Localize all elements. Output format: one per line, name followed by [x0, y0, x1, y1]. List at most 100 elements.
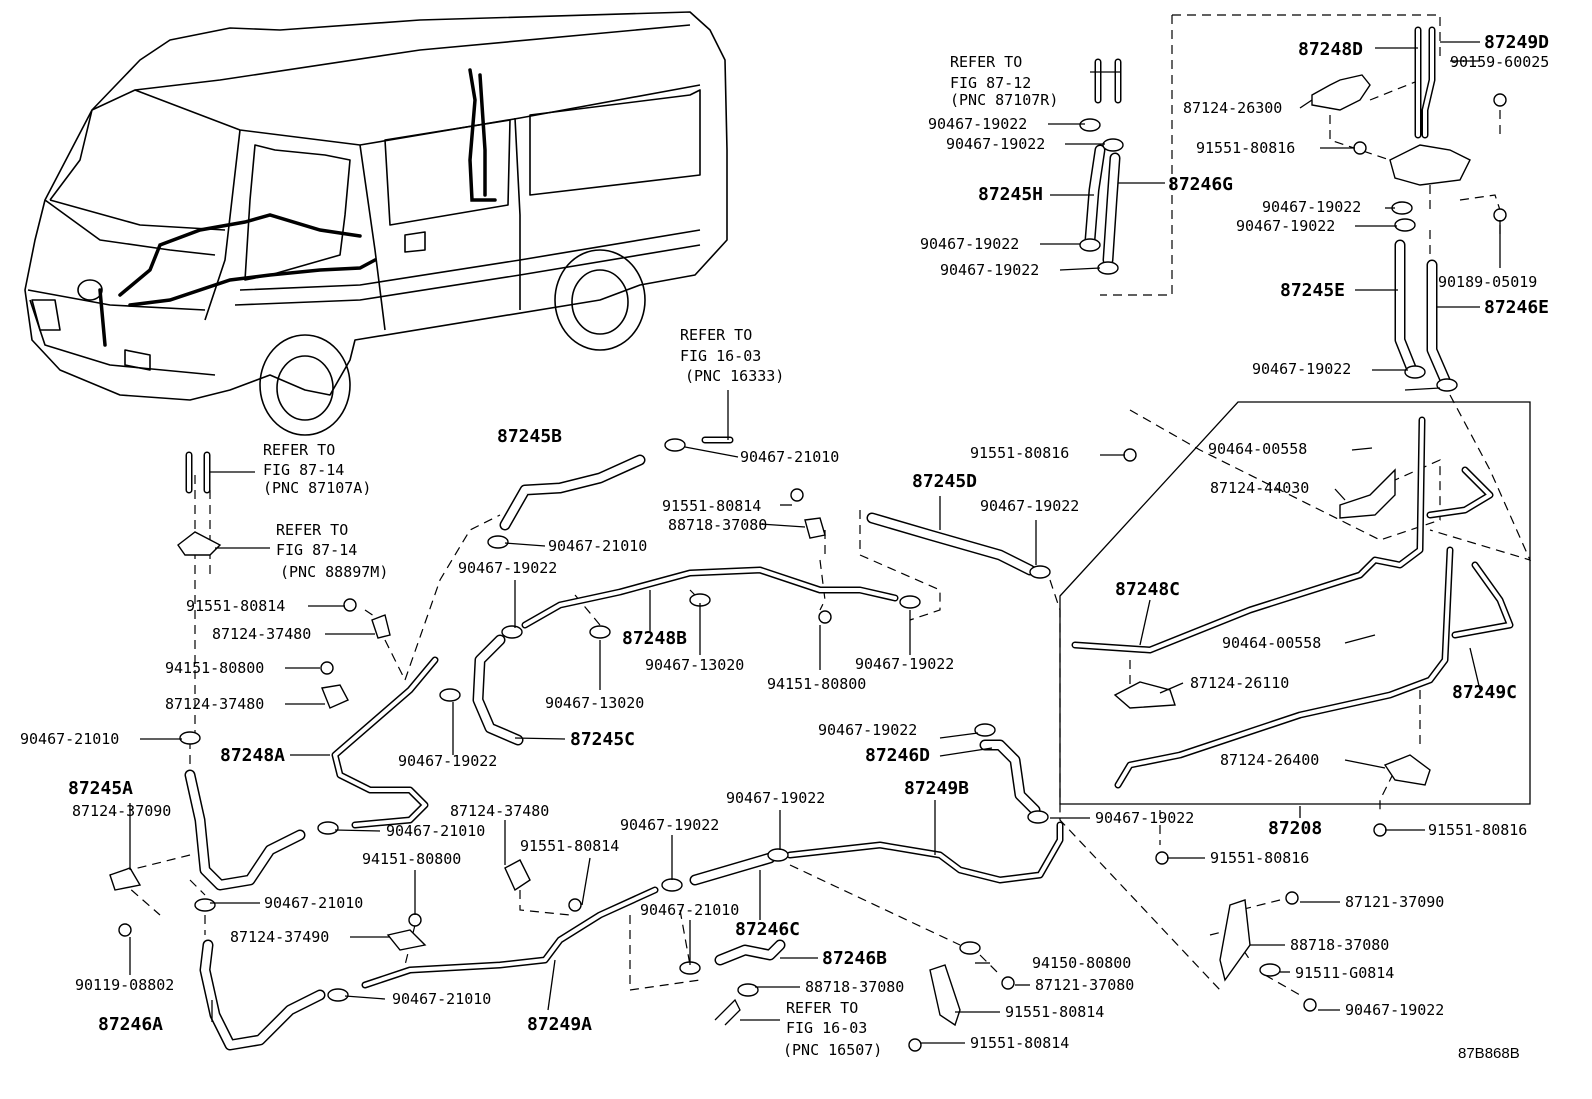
ref-line: FIG 87-14	[263, 461, 344, 479]
part-label: 87249D	[1484, 32, 1549, 53]
part-number: 91551-80816	[1428, 821, 1527, 839]
part-number: 91551-80816	[1210, 849, 1309, 867]
ref-line: (PNC 16333)	[685, 367, 784, 385]
part-number: 90467-21010	[640, 901, 739, 919]
small-parts	[109, 74, 1507, 1052]
part-number: 88718-37080	[668, 516, 767, 534]
assembly-label: 87208	[1268, 818, 1322, 839]
ref-line: FIG 87-12	[950, 74, 1031, 92]
part-number: 87124-37480	[165, 695, 264, 713]
part-number: 87124-37490	[230, 928, 329, 946]
ref-line: REFER TO	[786, 999, 858, 1017]
part-label: 87248C	[1115, 579, 1180, 600]
part-number: 90464-00558	[1222, 634, 1321, 652]
ref-line: FIG 16-03	[680, 347, 761, 365]
ref-line: (PNC 87107A)	[263, 479, 371, 497]
part-label: 87245D	[912, 471, 977, 492]
minor-part-labels: 90159-60025 87124-26300 91551-80816 9046…	[20, 53, 1549, 1052]
part-number: 94151-80800	[767, 675, 866, 693]
part-number: 88718-37080	[805, 978, 904, 996]
part-number: 94150-80800	[1032, 954, 1131, 972]
part-number: 90467-19022	[980, 497, 1079, 515]
part-number: 90467-21010	[392, 990, 491, 1008]
part-label: 87246C	[735, 919, 800, 940]
part-number: 90467-19022	[398, 752, 497, 770]
part-number: 90467-21010	[264, 894, 363, 912]
part-label: 87248B	[622, 628, 687, 649]
part-number: 88718-37080	[1290, 936, 1389, 954]
part-label: 87246A	[98, 1014, 163, 1035]
part-label: 87245C	[570, 729, 635, 750]
hoses-and-pipes	[184, 26, 1514, 1051]
part-label: 87246E	[1484, 297, 1549, 318]
part-number: 94151-80800	[362, 850, 461, 868]
part-number: 90467-19022	[946, 135, 1045, 153]
part-number: 91511-G0814	[1295, 964, 1394, 982]
part-number: 90467-21010	[20, 730, 119, 748]
figure-code: 87B868B	[1458, 1045, 1520, 1062]
ref-line: (PNC 88897M)	[280, 563, 388, 581]
part-number: 90119-08802	[75, 976, 174, 994]
dashed-leaders	[109, 14, 1532, 1015]
part-number: 87124-26400	[1220, 751, 1319, 769]
van-illustration	[24, 11, 728, 436]
part-number: 90159-60025	[1450, 53, 1549, 71]
ref-line: REFER TO	[276, 521, 348, 539]
part-number: 87124-26110	[1190, 674, 1289, 692]
part-label: 87246B	[822, 948, 887, 969]
part-number: 87124-26300	[1183, 99, 1282, 117]
ref-line: REFER TO	[950, 53, 1022, 71]
part-number: 91551-80816	[970, 444, 1069, 462]
part-number: 90467-19022	[1095, 809, 1194, 827]
part-number: 87124-37480	[450, 802, 549, 820]
part-label: 87248A	[220, 745, 285, 766]
major-part-labels: 87248D 87249D 87245H 87246G 87245E 87246…	[68, 32, 1549, 1035]
part-number: 87121-37080	[1035, 976, 1134, 994]
part-label: 87246G	[1168, 174, 1233, 195]
ref-line: REFER TO	[680, 326, 752, 344]
leader-lines	[129, 41, 1501, 1044]
part-number: 91551-80816	[1196, 139, 1295, 157]
part-number: 90467-19022	[1252, 360, 1351, 378]
part-label: 87245A	[68, 778, 133, 799]
part-number: 90467-13020	[545, 694, 644, 712]
part-number: 90467-19022	[1236, 217, 1335, 235]
part-label: 87245B	[497, 426, 562, 447]
part-label: 87245E	[1280, 280, 1345, 301]
part-number: 90467-19022	[620, 816, 719, 834]
part-number: 90189-05019	[1438, 273, 1537, 291]
part-number: 87124-37480	[212, 625, 311, 643]
part-label: 87249C	[1452, 682, 1517, 703]
part-number: 90464-00558	[1208, 440, 1307, 458]
part-label: 87246D	[865, 745, 930, 766]
ref-line: FIG 16-03	[786, 1019, 867, 1037]
part-number: 87121-37090	[1345, 893, 1444, 911]
part-number: 87124-37090	[72, 802, 171, 820]
part-label: 87249A	[527, 1014, 592, 1035]
part-number: 91551-80814	[970, 1034, 1069, 1052]
part-label: 87248D	[1298, 39, 1363, 60]
part-number: 90467-19022	[818, 721, 917, 739]
part-number: 90467-19022	[855, 655, 954, 673]
part-number: 90467-19022	[726, 789, 825, 807]
part-number: 90467-19022	[940, 261, 1039, 279]
part-number: 90467-13020	[645, 656, 744, 674]
part-number: 90467-19022	[920, 235, 1019, 253]
ref-line: FIG 87-14	[276, 541, 357, 559]
part-number: 90467-19022	[1262, 198, 1361, 216]
part-number: 90467-21010	[386, 822, 485, 840]
assembly-box-87208	[1059, 401, 1531, 805]
part-number: 91551-80814	[520, 837, 619, 855]
part-number: 90467-21010	[548, 537, 647, 555]
part-number: 91551-80814	[1005, 1003, 1104, 1021]
reference-notes: REFER TO FIG 87-12 (PNC 87107R) REFER TO…	[263, 53, 1058, 1059]
part-number: 91551-80814	[186, 597, 285, 615]
ref-line: (PNC 87107R)	[950, 91, 1058, 109]
ref-line: (PNC 16507)	[783, 1041, 882, 1059]
part-number: 90467-19022	[928, 115, 1027, 133]
part-number: 90467-19022	[1345, 1001, 1444, 1019]
part-label: 87245H	[978, 184, 1043, 205]
part-label: 87249B	[904, 778, 969, 799]
